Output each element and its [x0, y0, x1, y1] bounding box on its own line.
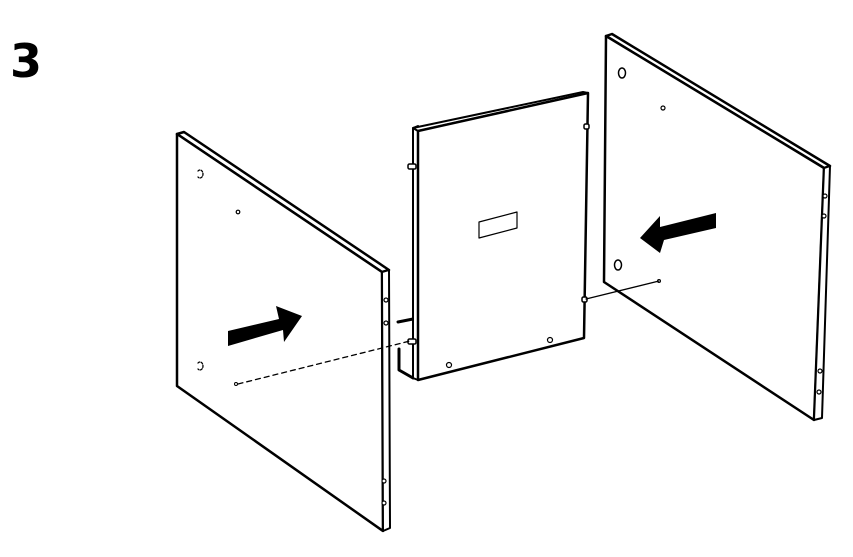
step-number: 3: [10, 34, 43, 88]
cam-hole: [617, 67, 627, 79]
dowel: [583, 123, 590, 130]
dowel: [407, 163, 417, 170]
right-side-panel: [602, 32, 832, 422]
arrow-left-icon: [640, 213, 716, 253]
screw-hole: [546, 336, 554, 344]
cam-hole: [197, 169, 204, 179]
connector-line-dashed: [237, 340, 411, 385]
left-side-panel: [175, 130, 391, 533]
screw-hole: [445, 361, 453, 369]
dowel: [581, 296, 588, 303]
connector-line: [585, 280, 660, 300]
cam-hole: [197, 361, 204, 371]
back-panel: [396, 91, 590, 382]
arrow-right-icon: [228, 306, 302, 346]
cam-hole: [613, 259, 623, 271]
label-rectangle: [478, 211, 518, 239]
